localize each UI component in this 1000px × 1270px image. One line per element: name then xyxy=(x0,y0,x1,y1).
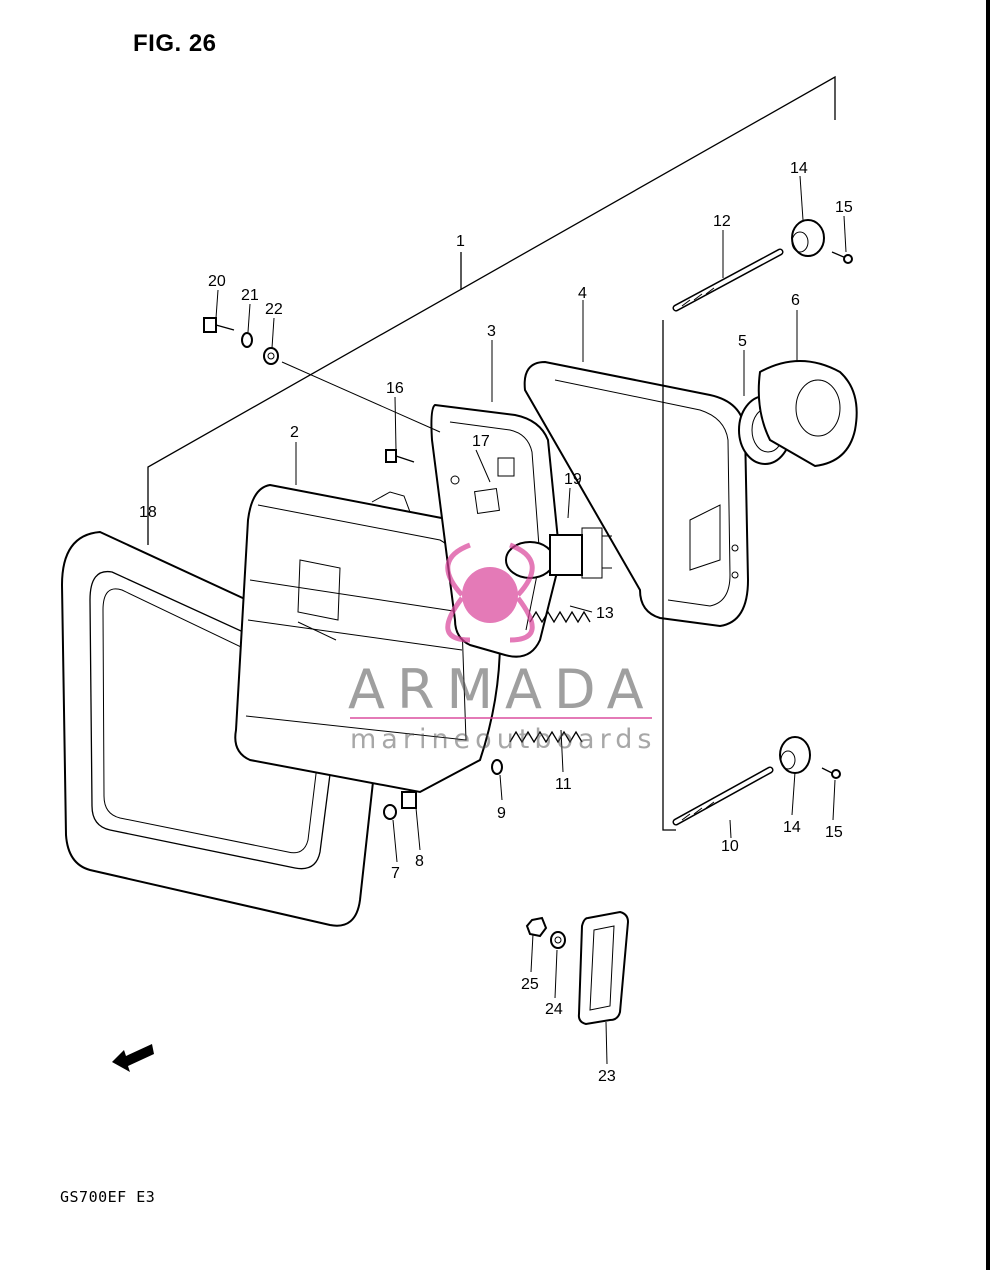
watermark-name: ARMADA xyxy=(348,658,656,721)
callout-14-upper: 14 xyxy=(790,160,808,177)
model-label: GS700EF E3 xyxy=(60,1188,156,1206)
callout-labels: 1 2 3 4 5 6 7 8 9 10 11 12 13 14 14 15 1… xyxy=(139,160,853,1085)
callout-17: 17 xyxy=(472,433,490,450)
callout-25: 25 xyxy=(521,976,539,993)
callout-13: 13 xyxy=(596,605,614,622)
mounting-frame xyxy=(523,360,750,628)
adjusting-screw-upper xyxy=(662,248,784,831)
callout-15-lower: 15 xyxy=(825,824,843,841)
callout-10: 10 xyxy=(721,838,739,855)
callout-21: 21 xyxy=(241,287,259,304)
callout-24: 24 xyxy=(545,1001,563,1018)
callout-11: 11 xyxy=(555,776,572,793)
callout-18: 18 xyxy=(139,504,157,521)
watermark-tagline: marineoutboards xyxy=(350,724,657,755)
nut-25 xyxy=(525,916,548,938)
washer-24 xyxy=(550,931,566,949)
bolt xyxy=(203,317,235,333)
spring-lower xyxy=(509,730,583,744)
callout-8: 8 xyxy=(415,853,424,870)
socket-cover xyxy=(757,360,858,468)
callout-4: 4 xyxy=(578,285,587,302)
flat-washer xyxy=(263,347,279,365)
callout-1: 1 xyxy=(456,233,465,250)
callout-19: 19 xyxy=(564,471,582,488)
callout-23: 23 xyxy=(598,1068,616,1085)
leader-lines xyxy=(147,175,847,1065)
callout-5: 5 xyxy=(738,333,747,350)
spring-upper xyxy=(529,610,591,624)
callout-16: 16 xyxy=(386,380,404,397)
callout-12: 12 xyxy=(713,213,731,230)
adjusting-screw-lower xyxy=(672,766,774,826)
clip-8 xyxy=(401,791,417,809)
callout-15-upper: 15 xyxy=(835,199,853,216)
callout-2: 2 xyxy=(290,424,299,441)
forward-arrow-icon xyxy=(112,1044,154,1072)
screw-16 xyxy=(385,449,415,463)
reflector xyxy=(577,910,630,1026)
adjuster-knob-lower xyxy=(779,736,811,774)
washer-9 xyxy=(491,759,503,775)
callout-3: 3 xyxy=(487,323,496,340)
callout-14-lower: 14 xyxy=(783,819,801,836)
assembly-outline xyxy=(147,75,836,545)
adjuster-knob-upper xyxy=(791,219,825,257)
screw-lower xyxy=(821,767,841,779)
figure-title: FIG. 26 xyxy=(133,30,217,57)
callout-22: 22 xyxy=(265,301,283,318)
callout-7: 7 xyxy=(391,865,400,882)
washer-7 xyxy=(383,804,397,820)
callout-9: 9 xyxy=(497,805,506,822)
screw-upper xyxy=(831,251,853,264)
callout-20: 20 xyxy=(208,273,226,290)
lamp-unit xyxy=(234,483,502,794)
callout-6: 6 xyxy=(791,292,800,309)
leader-washer xyxy=(281,361,441,433)
lock-washer xyxy=(241,332,253,348)
watermark-logo-icon xyxy=(445,542,535,643)
